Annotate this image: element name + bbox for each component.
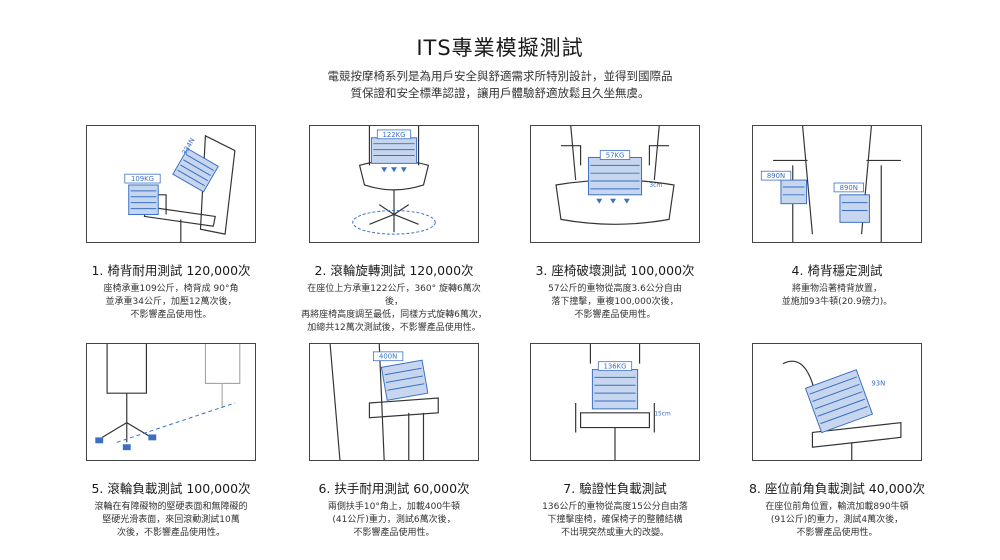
force-label: 93N (871, 379, 885, 387)
test-illustration-6: 400N (309, 343, 479, 461)
test-illustration-2: 122KG (309, 125, 479, 243)
height-label: 3cm (649, 183, 662, 189)
test-illustration-7: 136KG 15cm (530, 343, 700, 461)
test-title: 3. 座椅破壞測試 100,000次 (535, 263, 695, 278)
test-title: 5. 滾輪負載測試 100,000次 (91, 481, 251, 496)
test-description: 座椅承重109公斤，椅背成 90°角 並承重34公斤，加壓12萬次後， 不影響產… (103, 284, 239, 320)
test-title: 7. 驗證性負載測試 (563, 481, 667, 496)
test-description: 兩側扶手10°角上，加載400牛頓 (41公斤)重力，測試6萬次後， 不影響產品… (327, 502, 461, 538)
test-illustration-8: 93N (752, 343, 922, 461)
force-label: 890N (767, 172, 785, 180)
test-title: 8. 座位前角負載測試 40,000次 (748, 481, 926, 496)
intro-text: 電競按摩椅系列是為用戶安全與舒適需求所特別設計，並得到國際品 質保證和安全標準認… (327, 69, 673, 100)
test-title: 6. 扶手耐用測試 60,000次 (318, 481, 470, 496)
height-label: 15cm (654, 412, 671, 418)
test-description: 57公斤的重物從高度3.6公分自由 落下撞擊，重複100,000次後， 不影響產… (548, 284, 682, 320)
force-label: 400N (379, 353, 397, 361)
weight-label: 136KG (604, 363, 627, 371)
test-illustration-5 (86, 343, 256, 461)
test-description: 在座位前角位置，輸流加載890牛頓 (91公斤)的重力，測試4萬次後， 不影響產… (765, 502, 909, 538)
test-title: 1. 椅背耐用測試 120,000次 (91, 263, 251, 278)
weight-label: 122KG (383, 131, 406, 139)
test-illustration-3: 57KG 3cm (530, 125, 700, 243)
test-title: 2. 滾輪旋轉測試 120,000次 (314, 263, 474, 278)
force-label: 890N (840, 184, 858, 192)
test-description: 136公斤的重物從高度15公分自由落 下撞擊座椅，確保椅子的整體結構 不出現突然… (542, 502, 688, 538)
test-description: 滾輪在有障礙物的堅硬表面和無障礙的 堅硬光滑表面，來回滾動測試10萬 次後，不影… (94, 502, 248, 538)
test-illustration-4: 890N 890N (752, 125, 922, 243)
test-description: 將重物沿著椅背放置， 並施加93牛頓(20.9磅力)。 (781, 284, 893, 307)
page-title: ITS專業模擬測試 (416, 36, 584, 60)
test-title: 4. 椅背穩定測試 (791, 263, 883, 278)
test-illustration-1: 109KG 334N (86, 125, 256, 243)
weight-label: 57KG (606, 151, 625, 159)
test-description: 在座位上方承重122公斤，360° 旋轉6萬次後， 再將座椅高度調至最低，同樣方… (301, 284, 487, 333)
weight-label: 109KG (131, 175, 154, 183)
